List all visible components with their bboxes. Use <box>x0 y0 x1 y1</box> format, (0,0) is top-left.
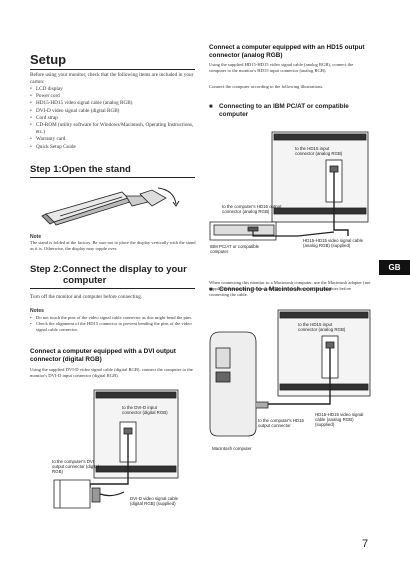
carton-items-list: LCD display Power cord HD15-HD15 video s… <box>30 86 200 151</box>
page-number: 7 <box>362 538 369 550</box>
list-item: Power cord <box>30 93 200 100</box>
list-item: Warranty card <box>30 136 200 143</box>
step1-note-text: The stand is folded at the factory. Be s… <box>30 240 196 251</box>
mac-output-label: to the computer's HD15 output connector <box>258 418 304 429</box>
ibm-cable-label: HD15-HD15 video signal cable (analog RGB… <box>303 238 364 249</box>
mac-text: When connecting this monitor to a Macint… <box>209 280 371 297</box>
stand-illustration <box>41 187 180 226</box>
list-item: DVI-D video signal cable (digital RGB) <box>30 108 200 115</box>
list-item: HD15-HD15 video signal cable (analog RGB… <box>30 100 200 107</box>
list-item: Quick Setup Guide <box>30 144 200 151</box>
mac-input-label: to the HD15 input connector (analog RGB) <box>298 322 346 333</box>
list-item: Check the alignment of the HD15 connecto… <box>30 321 200 333</box>
mac-heading: Connecting to a Macintosh computer <box>209 286 369 294</box>
step2-heading-line2: computer <box>63 275 107 286</box>
list-item: Do not touch the pins of the video signa… <box>30 315 200 321</box>
dvi-input-label: to the DVI-D input connector (digital RG… <box>122 405 168 416</box>
setup-heading: Setup <box>30 52 195 70</box>
language-tab: GB <box>379 260 410 275</box>
hd15-text2: Connect the computer according to the fo… <box>209 84 324 89</box>
step1-note-heading: Note <box>30 234 42 240</box>
ibm-computer-label: IBM PC/AT or compatible computer <box>210 244 260 255</box>
list-item: Cord strap <box>30 115 200 122</box>
step2-intro: Turn off the monitor and computer before… <box>30 294 143 300</box>
ibm-output-label: to the computer's HD15 output connector … <box>222 204 282 215</box>
list-item: LCD display <box>30 86 200 93</box>
ibm-connection-illustration <box>209 131 369 241</box>
step2-heading-line1: Step 2:Connect the display to your <box>30 264 187 275</box>
dvi-text: Using the supplied DVI-D video signal ca… <box>30 367 193 378</box>
dvi-cable-label: DVI-D video signal cable (digital RGB) (… <box>130 496 179 507</box>
step2-notes-heading: Notes <box>30 308 44 314</box>
setup-intro: Before using your monitor, check that th… <box>30 72 194 86</box>
hd15-heading: Connect a computer equipped with an HD15… <box>209 44 365 59</box>
dvi-output-label: to the computer's DVI output connector (… <box>52 459 99 475</box>
list-item: CD-ROM (utility software for Windows/Mac… <box>30 122 200 136</box>
mac-cable-label: HD15-HD15 video signal cable (analog RGB… <box>315 412 364 428</box>
mac-computer-label: Macintosh computer <box>212 446 252 451</box>
step2-notes-list: Do not touch the pins of the video signa… <box>30 315 200 333</box>
ibm-input-label: to the HD15 input connector (analog RGB) <box>295 146 343 157</box>
dvi-connection-illustration <box>53 389 179 509</box>
ibm-heading: Connecting to an IBM PC/AT or compatible… <box>209 103 369 119</box>
step1-heading: Step 1:Open the stand <box>30 164 195 178</box>
mac-connection-illustration <box>209 309 371 437</box>
dvi-heading: Connect a computer equipped with a DVI o… <box>30 348 176 363</box>
step2-heading: Step 2:Connect the display to your compu… <box>30 264 195 289</box>
hd15-text: Using the supplied HD15-HD15 video signa… <box>209 62 354 73</box>
